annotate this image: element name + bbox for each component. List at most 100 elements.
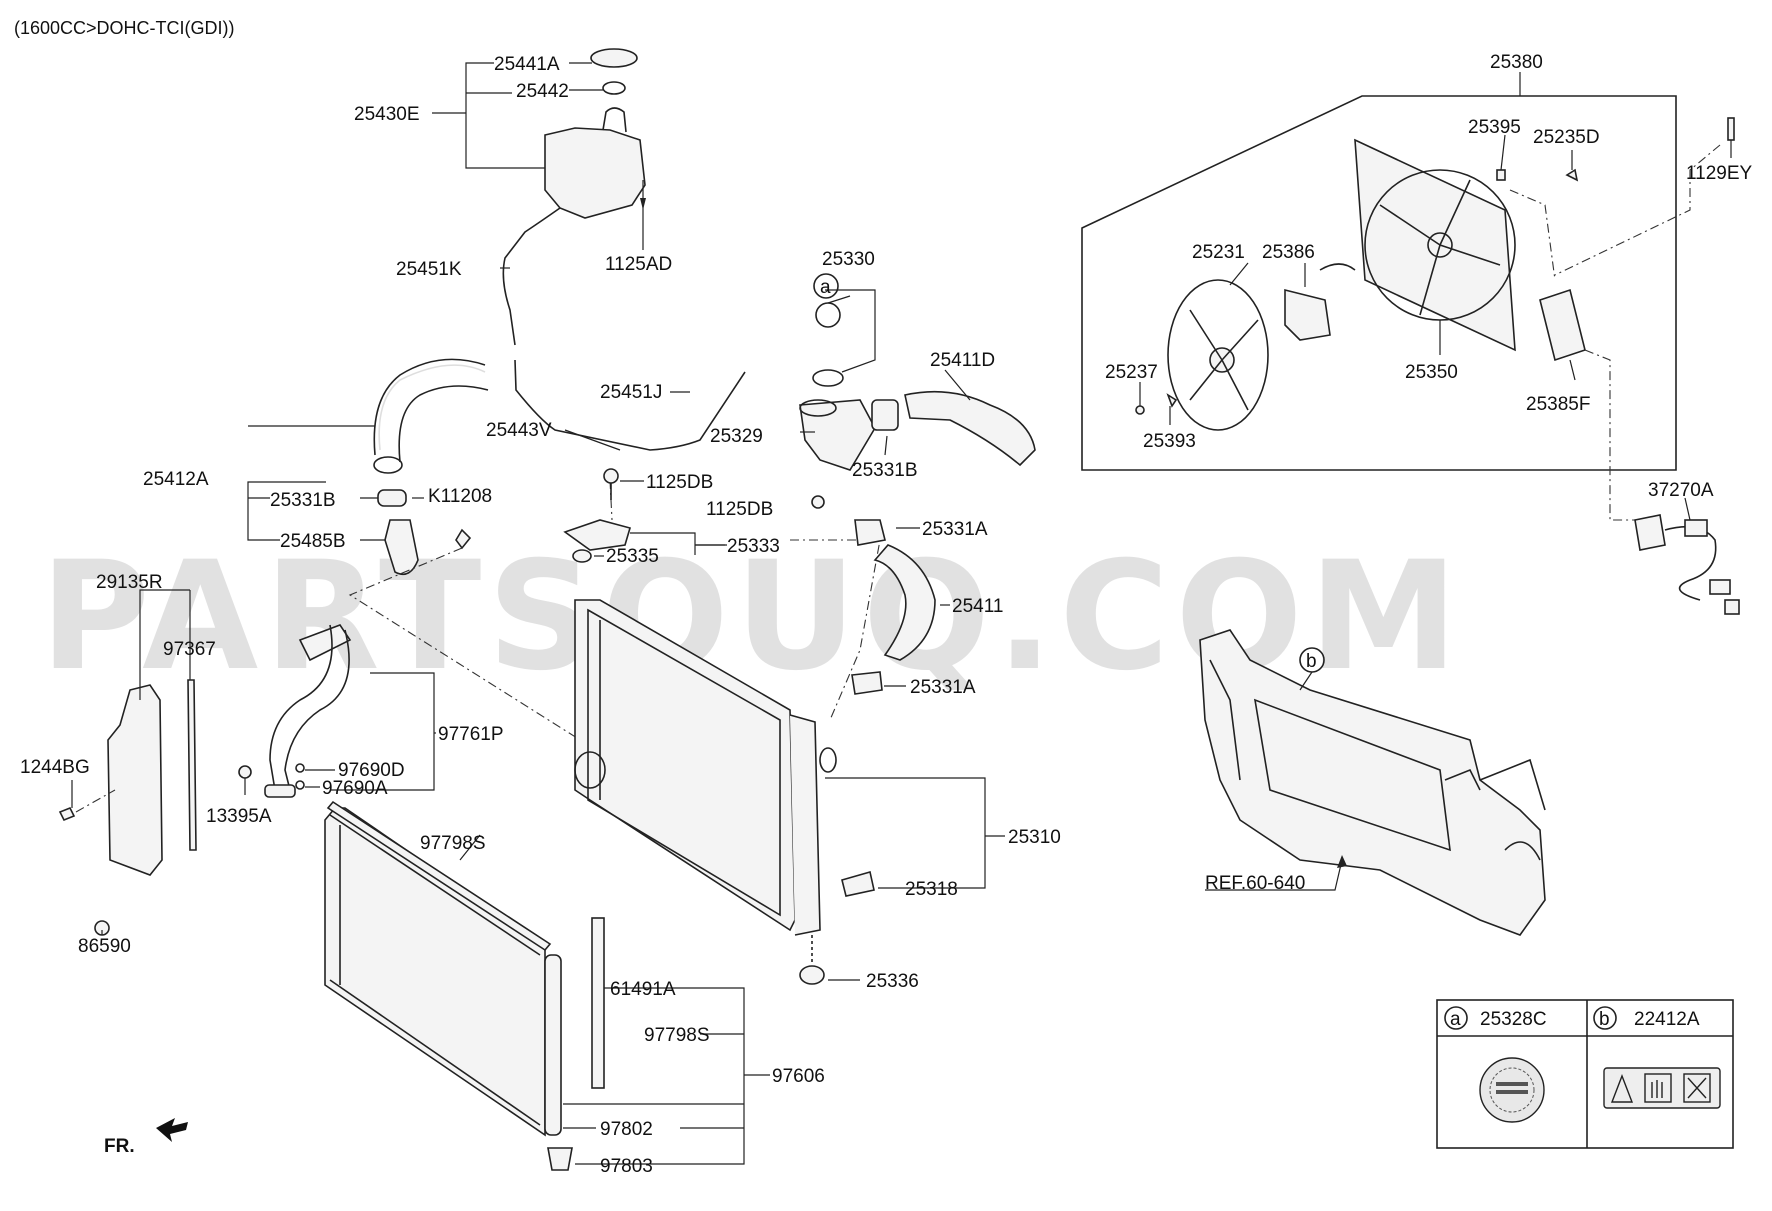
screw-1244BG-part bbox=[58, 806, 76, 822]
wiring-harness-group bbox=[1634, 514, 1740, 615]
legend-row-b[interactable]: b 22412A bbox=[1593, 1006, 1721, 1109]
seal-61491A-part bbox=[591, 917, 605, 1089]
part-label-25231[interactable]: 25231 bbox=[1192, 242, 1245, 263]
bolt-25235D-part bbox=[1565, 168, 1579, 182]
radiator-core-part bbox=[574, 599, 796, 932]
part-label-13395A[interactable]: 13395A bbox=[206, 806, 272, 827]
part-label-K11208[interactable]: K11208 bbox=[428, 486, 492, 507]
upper-hose-left-group bbox=[373, 358, 489, 576]
part-label-1125DB-a[interactable]: 1125DB bbox=[646, 472, 713, 493]
shroud-25350-part bbox=[1354, 138, 1516, 352]
legend-row-a[interactable]: a 25328C bbox=[1444, 1006, 1547, 1123]
ref-label-60-640[interactable]: REF.60-640 bbox=[1205, 873, 1305, 894]
drain-plug-25318-part bbox=[841, 870, 875, 897]
legend-table: a 25328C b 22412A bbox=[1436, 999, 1734, 1149]
bracket-25333-part bbox=[563, 519, 631, 551]
receiver-drier-97802-part bbox=[544, 954, 562, 1136]
part-label-25411D[interactable]: 25411D bbox=[930, 350, 995, 371]
part-label-37270A[interactable]: 37270A bbox=[1648, 480, 1714, 501]
part-label-25451J[interactable]: 25451J bbox=[600, 382, 662, 403]
bolt-25395-part bbox=[1496, 169, 1506, 181]
part-label-25336[interactable]: 25336 bbox=[866, 971, 919, 992]
part-label-25331A-upper[interactable]: 25331A bbox=[922, 519, 988, 540]
part-label-25430E[interactable]: 25430E bbox=[354, 104, 420, 125]
part-label-97802[interactable]: 97802 bbox=[600, 1119, 653, 1140]
part-label-97367[interactable]: 97367 bbox=[163, 639, 216, 660]
part-label-25385F[interactable]: 25385F bbox=[1526, 394, 1590, 415]
hose-25411D-part bbox=[904, 390, 1036, 467]
part-label-97761P[interactable]: 97761P bbox=[438, 724, 504, 745]
part-label-1244BG[interactable]: 1244BG bbox=[20, 757, 90, 778]
fan-warning-icon bbox=[1683, 1073, 1711, 1103]
controller-25385F-part bbox=[1539, 288, 1586, 362]
bracket-group bbox=[563, 468, 631, 563]
svg-text:b: b bbox=[1599, 1009, 1610, 1030]
part-label-25330[interactable]: 25330 bbox=[822, 249, 875, 270]
part-label-25412A[interactable]: 25412A bbox=[143, 469, 209, 490]
part-label-25318[interactable]: 25318 bbox=[905, 879, 958, 900]
bolt-13395A-part bbox=[238, 765, 252, 779]
bolt-1129EY-part bbox=[1727, 117, 1735, 141]
part-label-25335[interactable]: 25335 bbox=[606, 546, 659, 567]
part-label-25235D[interactable]: 25235D bbox=[1533, 127, 1600, 148]
part-label-1129EY[interactable]: 1129EY bbox=[1686, 163, 1753, 184]
part-label-97798S-upper[interactable]: 97798S bbox=[420, 833, 486, 854]
legend-part-a: 25328C bbox=[1480, 1009, 1547, 1030]
part-label-25331A-lower[interactable]: 25331A bbox=[910, 677, 976, 698]
part-label-97690D[interactable]: 97690D bbox=[338, 760, 405, 781]
cap-gasket-part bbox=[602, 81, 626, 95]
part-label-25441A[interactable]: 25441A bbox=[494, 54, 560, 75]
part-label-97798S-lower[interactable]: 97798S bbox=[644, 1025, 710, 1046]
front-carrier-group bbox=[1199, 629, 1546, 936]
hose-connector-25485B-part bbox=[384, 519, 419, 576]
motor-25386-part bbox=[1284, 288, 1331, 341]
part-label-25485B[interactable]: 25485B bbox=[280, 531, 346, 552]
clamp-25331B-right-part bbox=[871, 399, 899, 431]
callout-a-marker[interactable]: a bbox=[813, 273, 839, 299]
insulator-25336-part bbox=[799, 965, 825, 985]
svg-text:b: b bbox=[1306, 651, 1317, 672]
part-label-25380[interactable]: 25380 bbox=[1490, 52, 1543, 73]
part-label-61491A[interactable]: 61491A bbox=[610, 979, 676, 1000]
front-label: FR. bbox=[104, 1136, 135, 1157]
part-label-97803[interactable]: 97803 bbox=[600, 1156, 653, 1177]
ac-pipe-group bbox=[238, 624, 352, 798]
part-label-25350[interactable]: 25350 bbox=[1405, 362, 1458, 383]
part-label-25331B-right[interactable]: 25331B bbox=[852, 460, 918, 481]
part-label-1125AD[interactable]: 1125AD bbox=[605, 254, 672, 275]
lower-hose-group bbox=[851, 544, 936, 695]
fan-25231-part bbox=[1167, 279, 1269, 431]
clamp-25331A-lower-part bbox=[851, 671, 883, 695]
thermostat-housing-group bbox=[799, 302, 1036, 546]
part-label-25329[interactable]: 25329 bbox=[710, 426, 763, 447]
condenser-core-part bbox=[324, 807, 546, 1137]
clamp-25331B-part bbox=[377, 489, 407, 507]
front-arrow-icon bbox=[156, 1118, 188, 1142]
part-label-25386[interactable]: 25386 bbox=[1262, 242, 1315, 263]
part-label-25395[interactable]: 25395 bbox=[1468, 117, 1521, 138]
condenser-assembly-group bbox=[324, 800, 605, 1171]
part-label-29135R[interactable]: 29135R bbox=[96, 572, 163, 593]
part-label-86590[interactable]: 86590 bbox=[78, 936, 131, 957]
cap-97803-part bbox=[547, 1147, 573, 1171]
insulator-25335-part bbox=[572, 549, 592, 563]
part-label-1125DB-b[interactable]: 1125DB bbox=[706, 499, 773, 520]
part-label-25331B-left[interactable]: 25331B bbox=[270, 490, 336, 511]
callout-b-marker[interactable]: b bbox=[1299, 647, 1325, 673]
part-label-25451K[interactable]: 25451K bbox=[396, 259, 462, 280]
reservoir-cap-part bbox=[590, 48, 638, 68]
seal-97798S-upper-part bbox=[326, 800, 552, 952]
part-label-25310[interactable]: 25310 bbox=[1008, 827, 1061, 848]
part-label-25411[interactable]: 25411 bbox=[952, 596, 1003, 617]
part-label-25443V[interactable]: 25443V bbox=[486, 420, 552, 441]
part-label-25333[interactable]: 25333 bbox=[727, 536, 780, 557]
hand-warning-icon bbox=[1644, 1073, 1672, 1103]
part-label-97690A[interactable]: 97690A bbox=[322, 778, 388, 799]
seal-97367-part bbox=[187, 679, 197, 851]
part-label-25393[interactable]: 25393 bbox=[1143, 431, 1196, 452]
part-label-97606[interactable]: 97606 bbox=[772, 1066, 825, 1087]
reservoir-tank-part bbox=[544, 127, 646, 219]
part-label-25442[interactable]: 25442 bbox=[516, 81, 569, 102]
front-direction-indicator: FR. bbox=[104, 1118, 188, 1157]
part-label-25237[interactable]: 25237 bbox=[1105, 362, 1158, 383]
